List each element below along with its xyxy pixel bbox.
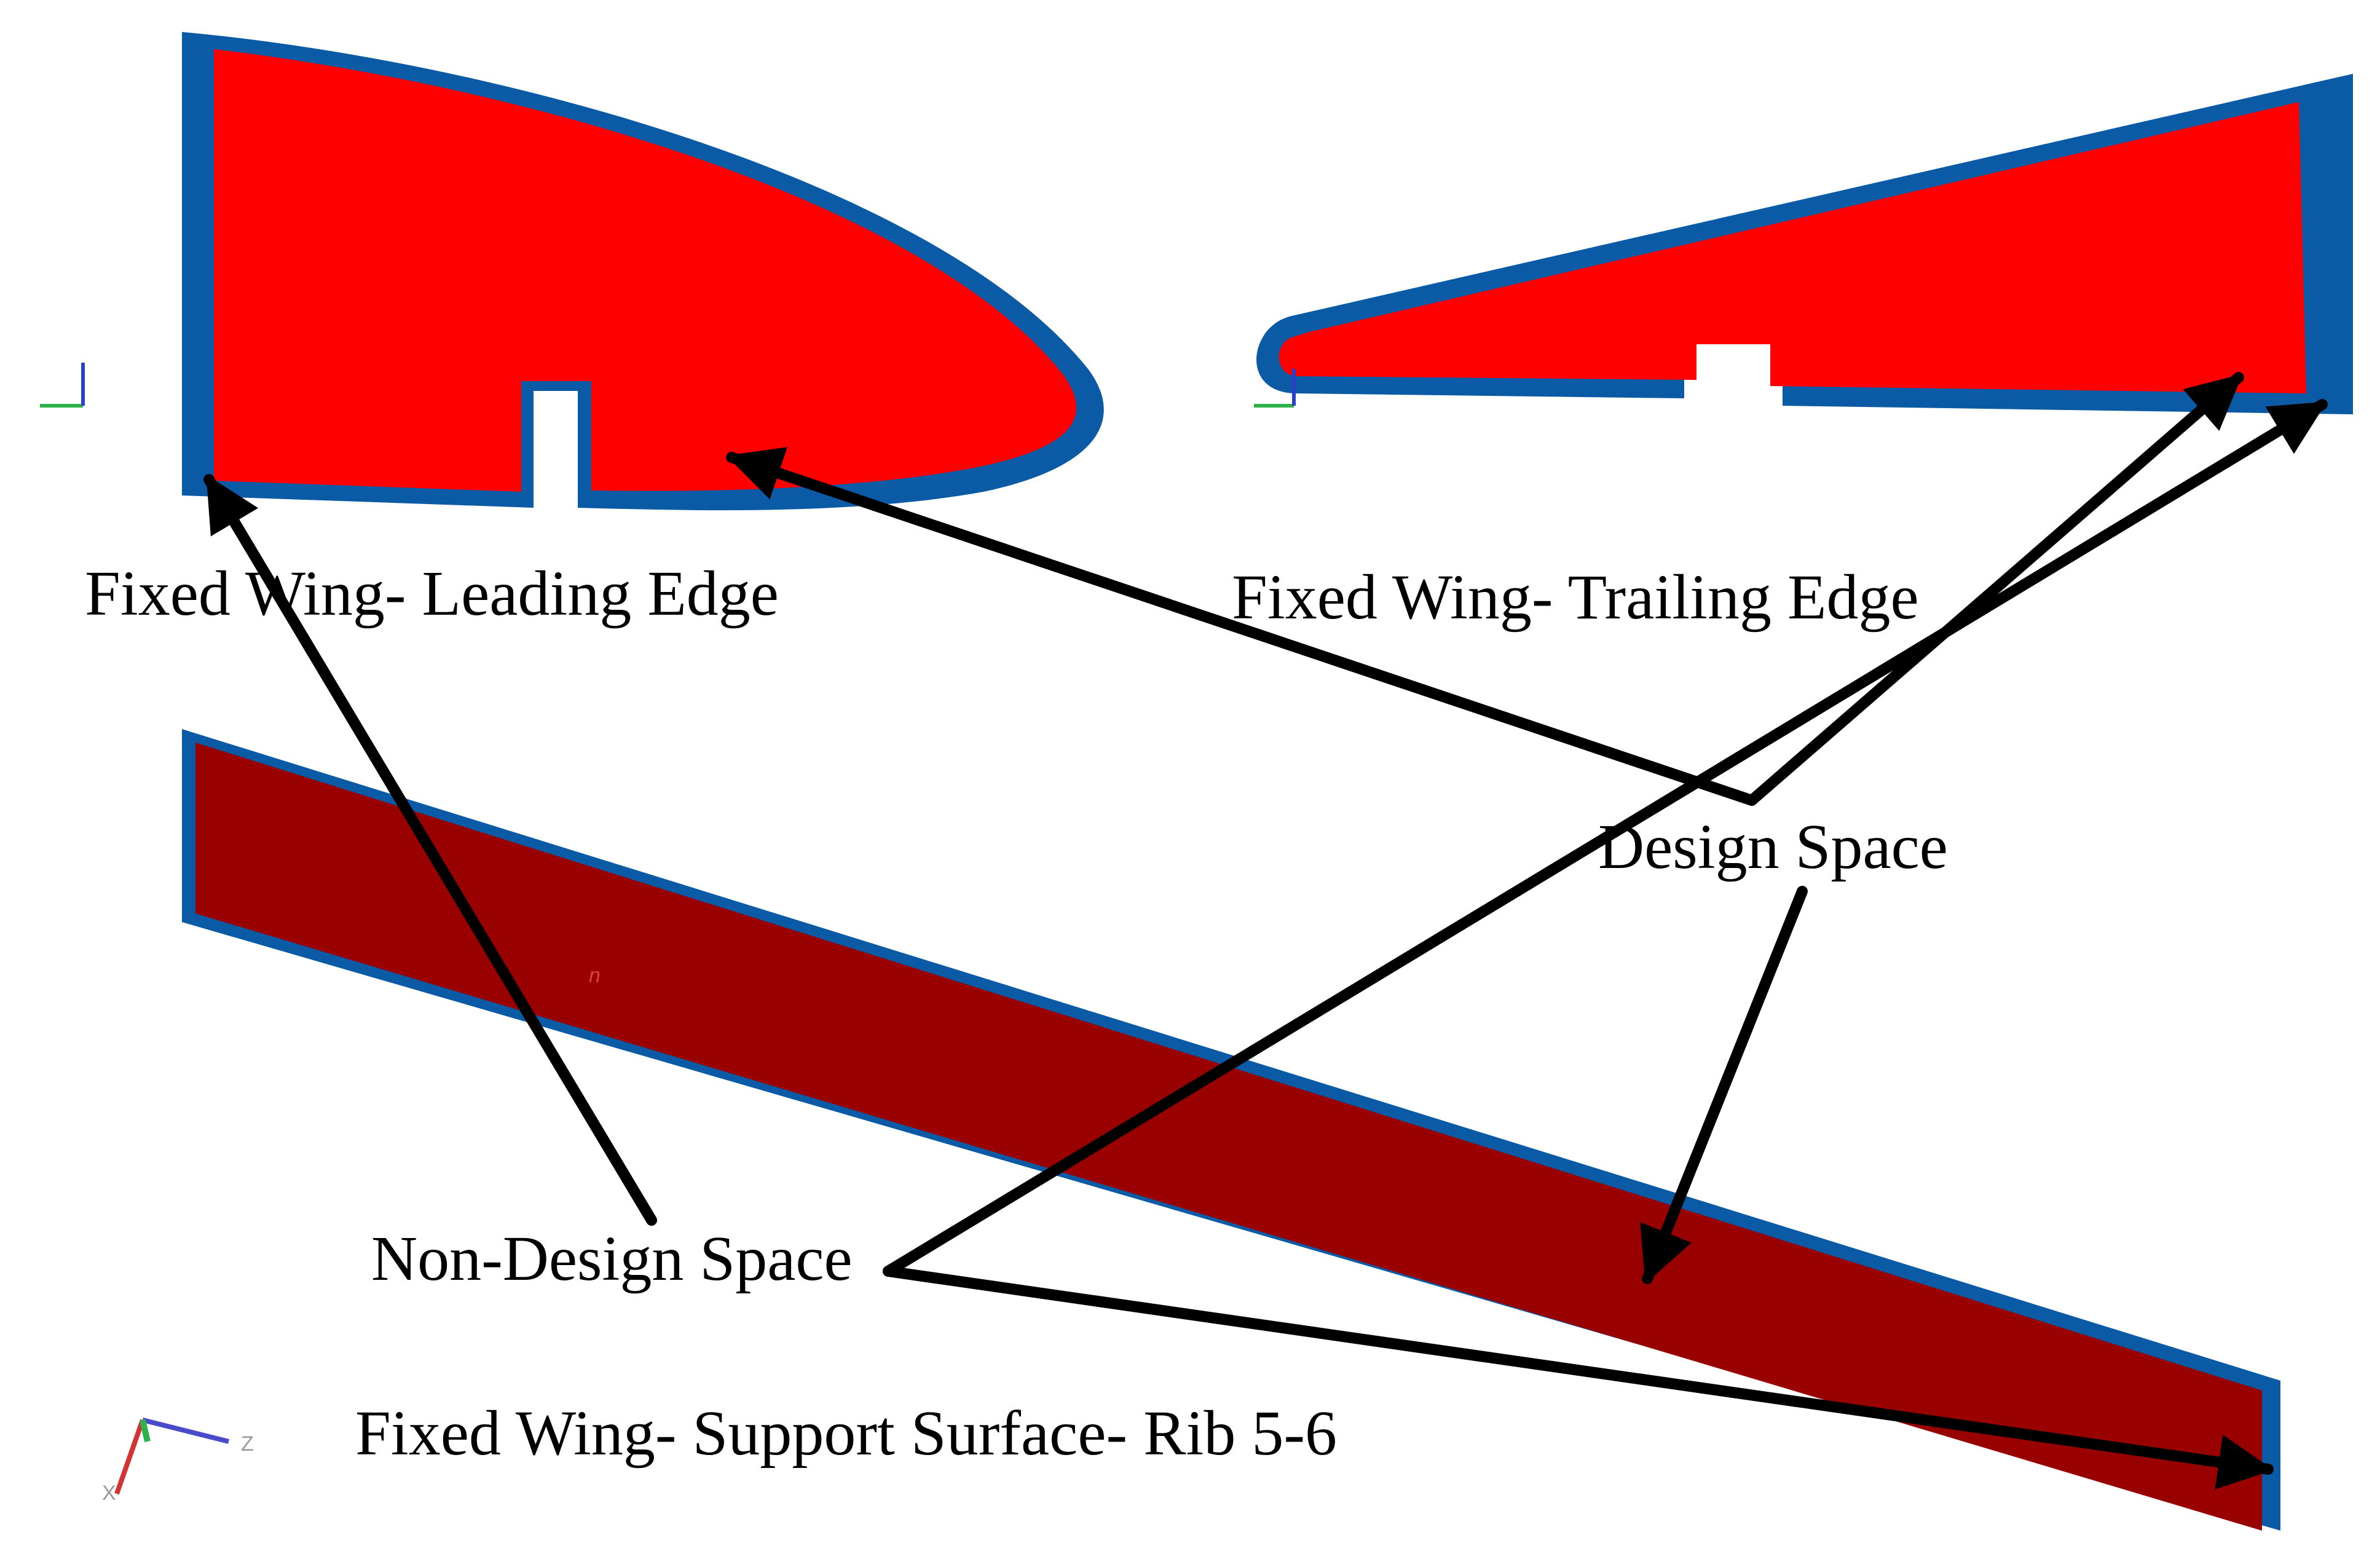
- label-support-surface: Fixed Wing- Support Surface- Rib 5-6: [355, 1398, 1337, 1469]
- trailing-edge-design-space: [1279, 102, 2306, 393]
- label-trailing-edge: Fixed Wing- Trailing Edge: [1232, 562, 1919, 633]
- leading-edge-rib: [182, 32, 1104, 511]
- label-design-space: Design Space: [1598, 811, 1948, 882]
- arrow-design-to-leading-edge: [726, 447, 1757, 806]
- label-non-design-space: Non-Design Space: [371, 1223, 853, 1294]
- trailing-edge-rib: [1256, 74, 2353, 414]
- arrow-non-design-to-leading-edge: [203, 474, 657, 1226]
- support-surface-design-space: [195, 743, 2262, 1531]
- coordinate-triad-icon: Z X: [40, 363, 1296, 1505]
- z-axis-label: Z: [241, 1432, 254, 1456]
- leading-edge-slot: [541, 398, 572, 509]
- leading-edge-design-space: [214, 49, 1077, 492]
- x-axis-label: X: [102, 1481, 116, 1505]
- callout-arrows: [203, 372, 2328, 1490]
- trailing-edge-slot: [1704, 352, 1763, 407]
- arrow-non-design-to-trailing-edge: [883, 399, 2328, 1277]
- arrow-non-design-to-support: [883, 1266, 2274, 1490]
- arrow-design-to-trailing-edge: [1746, 372, 2244, 806]
- arrow-design-to-support: [1640, 886, 1808, 1284]
- label-leading-edge: Fixed Wing- Leading Edge: [85, 558, 779, 629]
- support-surface-rib: n: [182, 729, 2280, 1531]
- support-surface-tag: n: [589, 964, 601, 987]
